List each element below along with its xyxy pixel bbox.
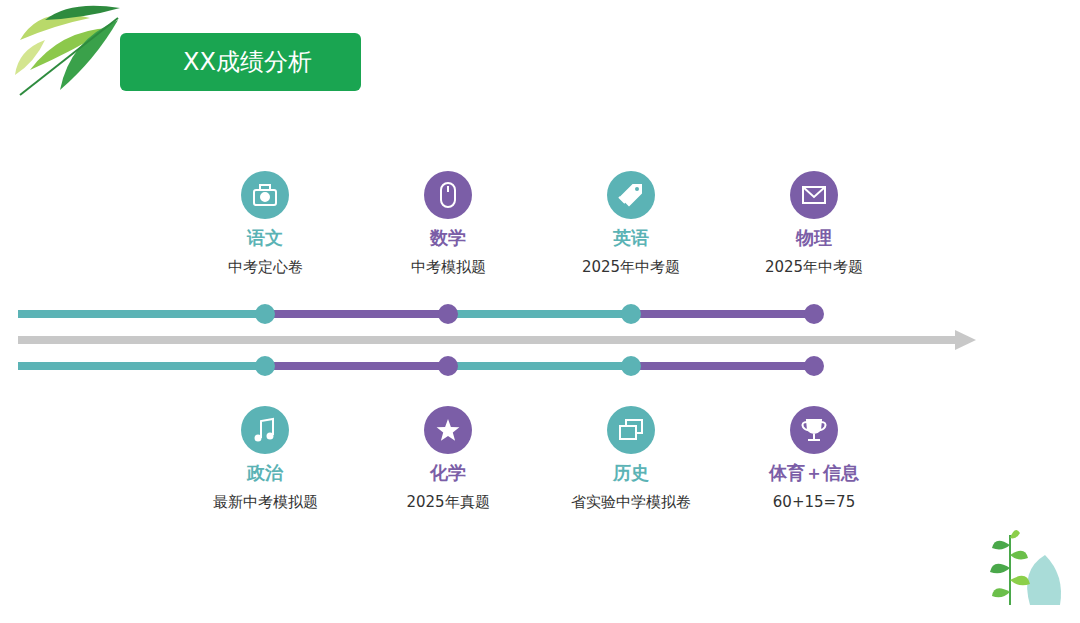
exam-source: 中考模拟题	[350, 257, 546, 277]
subject-name: 体育＋信息	[716, 462, 912, 484]
exam-source: 2025年中考题	[533, 257, 729, 277]
exam-source: 省实验中学模拟卷	[533, 492, 729, 512]
subject-item: 体育＋信息 60+15=75	[716, 406, 912, 512]
gray-arrow	[18, 330, 976, 350]
subject-icon	[424, 171, 472, 219]
exam-source: 60+15=75	[716, 492, 912, 512]
subject-icon	[790, 406, 838, 454]
plant-decoration	[990, 530, 1061, 605]
subject-name: 化学	[350, 462, 546, 484]
subject-name: 物理	[716, 227, 912, 249]
subject-item: 英语 2025年中考题	[533, 171, 729, 277]
subject-icon	[241, 406, 289, 454]
leaf-decoration	[15, 6, 120, 95]
subject-item: 数学中考模拟题	[350, 171, 546, 277]
exam-source: 2025年真题	[350, 492, 546, 512]
subject-item: 物理 2025年中考题	[716, 171, 912, 277]
exam-source: 最新中考模拟题	[167, 492, 363, 512]
subject-icon	[607, 406, 655, 454]
subject-name: 历史	[533, 462, 729, 484]
subject-icon	[424, 406, 472, 454]
subject-name: 语文	[167, 227, 363, 249]
subject-item: 语文中考定心卷	[167, 171, 363, 277]
exam-source: 中考定心卷	[167, 257, 363, 277]
subject-name: 政治	[167, 462, 363, 484]
subject-icon	[790, 171, 838, 219]
subject-name: 英语	[533, 227, 729, 249]
subject-item: 政治最新中考模拟题	[167, 406, 363, 512]
subject-icon	[241, 171, 289, 219]
subject-item: 历史省实验中学模拟卷	[533, 406, 729, 512]
subject-name: 数学	[350, 227, 546, 249]
exam-source: 2025年中考题	[716, 257, 912, 277]
title: XX成绩分析	[183, 33, 312, 91]
subject-item: 化学 2025年真题	[350, 406, 546, 512]
subject-icon	[607, 171, 655, 219]
